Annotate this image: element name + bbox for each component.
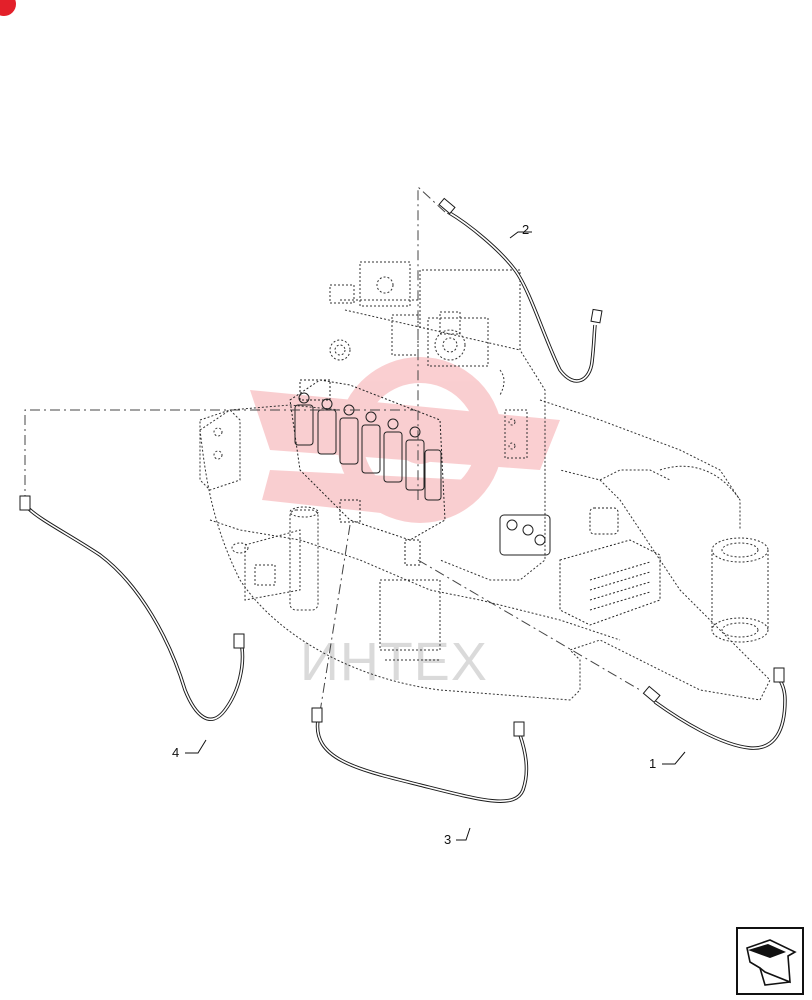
valve-bracket	[329, 261, 546, 581]
right-valve-assembly	[499, 507, 661, 626]
hose-1	[642, 667, 787, 750]
turntable-frame	[199, 399, 771, 701]
callout-4-label: 4	[172, 745, 179, 760]
left-plate	[199, 409, 441, 661]
hose-3	[311, 707, 529, 803]
callout-2-label: 2	[522, 222, 529, 237]
watermark-text: ИНТЕХ	[300, 632, 488, 692]
callout-4: 4	[172, 739, 207, 760]
leader-lines	[24, 185, 641, 713]
callout-1-label: 1	[649, 756, 656, 771]
hose-4	[19, 495, 245, 721]
callout-3: 3	[444, 827, 471, 847]
callout-1: 1	[649, 751, 686, 771]
hose-2	[438, 197, 603, 383]
brand-badge-icon	[0, 0, 16, 16]
callout-2: 2	[509, 222, 532, 239]
callout-3-label: 3	[444, 832, 451, 847]
arrow-navigation-icon[interactable]	[736, 927, 804, 995]
